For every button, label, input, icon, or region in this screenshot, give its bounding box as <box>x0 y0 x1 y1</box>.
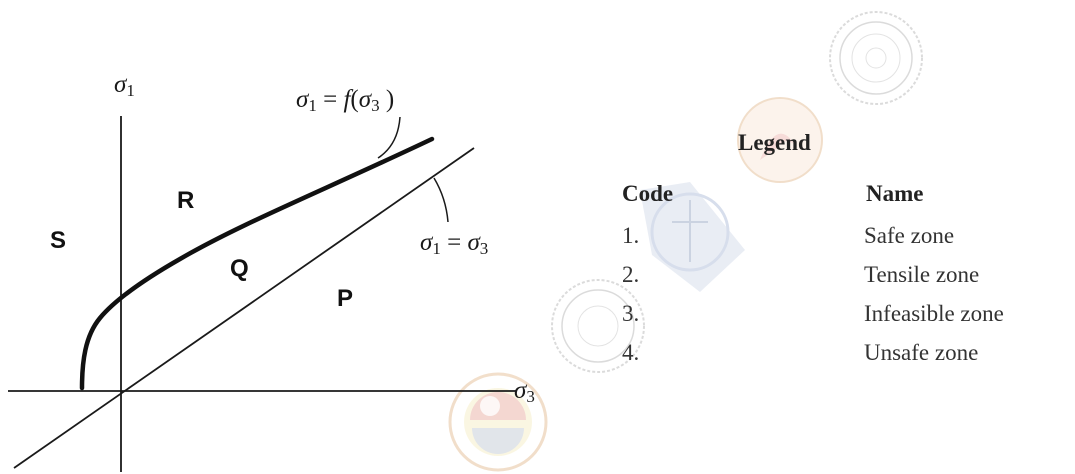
legend-name-header: Name <box>866 181 923 206</box>
watermark-seal-mid <box>551 279 645 373</box>
region-label-p: P <box>337 285 353 312</box>
curve-leader-line <box>377 116 401 159</box>
watermark-seal-top <box>829 11 923 105</box>
watermark-emblem-mid <box>640 182 745 292</box>
seal-icon <box>829 11 923 105</box>
legend-name: Infeasible zone <box>864 301 1004 326</box>
line-equation-label: σ1 = σ3 <box>420 229 488 258</box>
region-label-q: Q <box>230 255 249 282</box>
legend-name: Tensile zone <box>864 262 979 287</box>
legend-name: Safe zone <box>864 223 954 248</box>
equal-stress-line <box>13 147 475 469</box>
legend-code: 2. <box>622 262 639 287</box>
legend-row: 2. Tensile zone <box>622 262 979 287</box>
watermark-logo-bottom <box>448 372 548 472</box>
region-label-r: R <box>177 187 194 214</box>
watermark-emblem-top <box>737 97 823 183</box>
emblem-icon <box>737 97 823 183</box>
legend-row: 4. Unsafe zone <box>622 340 978 365</box>
x-axis-label: σ3 <box>514 377 535 406</box>
region-label-s: S <box>50 227 66 254</box>
legend-name: Unsafe zone <box>864 340 978 365</box>
failure-envelope-curve <box>79 136 435 391</box>
legend-code: 1. <box>622 223 639 248</box>
seal-icon <box>551 279 645 373</box>
legend-code: 3. <box>622 301 639 326</box>
legend: Legend Code Name 1. Safe zone 2. Tensile… <box>622 130 1004 365</box>
legend-title: Legend <box>738 130 811 155</box>
curve-equation-label: σ1 = f(σ3 ) <box>296 86 394 115</box>
logo-icon <box>448 372 548 472</box>
line-leader-line <box>433 177 449 223</box>
y-axis-label: σ1 <box>114 71 135 100</box>
legend-code: 4. <box>622 340 639 365</box>
legend-code-header: Code <box>622 181 673 206</box>
legend-row: 3. Infeasible zone <box>622 301 1004 326</box>
emblem-icon <box>640 182 745 292</box>
legend-row: 1. Safe zone <box>622 223 954 248</box>
